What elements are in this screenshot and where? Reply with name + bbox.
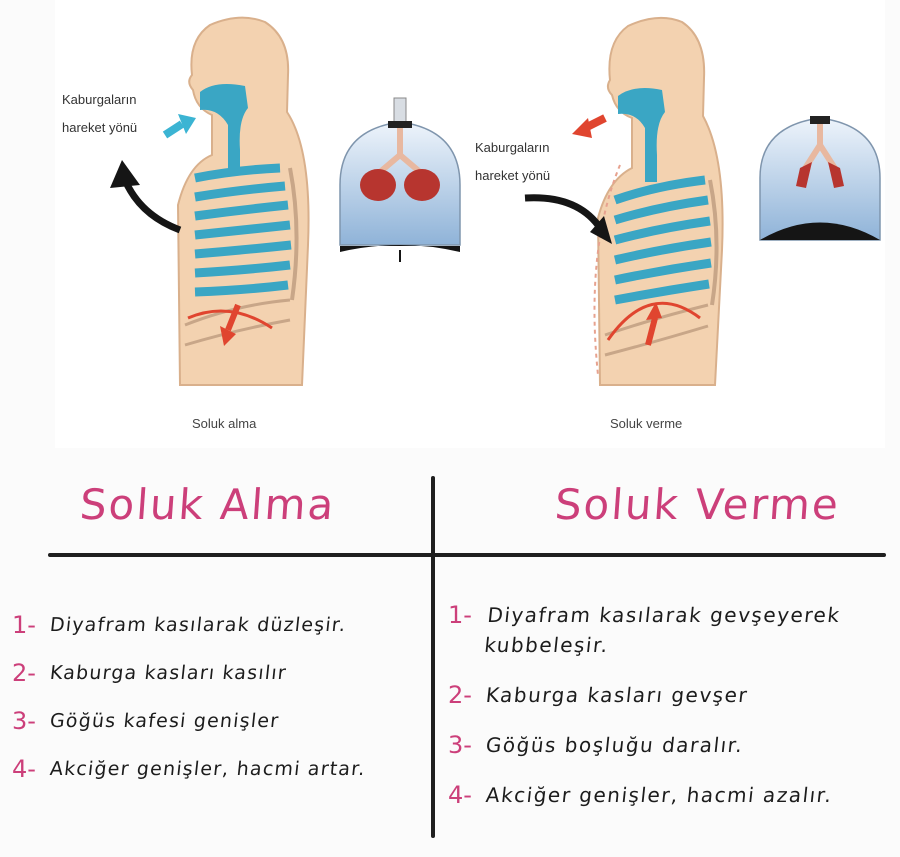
exhale-steps-list: 1- Diyafram kasılarak gevşeyerek kubbele… — [448, 600, 888, 830]
inhale-bell-jar — [339, 97, 461, 262]
inhale-airway — [200, 84, 248, 175]
step-number: 3- — [12, 707, 36, 735]
table-horizontal-rule — [48, 553, 886, 557]
list-item: 1- Diyafram kasılarak düzleşir. — [12, 610, 422, 640]
exhale-rib-label-line1: Kaburgaların — [475, 140, 549, 155]
inhale-balloon-left — [360, 169, 396, 201]
list-item: 3- Göğüs boşluğu daralır. — [448, 730, 888, 760]
step-number: 3- — [448, 731, 472, 759]
inhale-rib-label-line1: Kaburgaların — [62, 92, 136, 107]
exhale-rubber-sheet — [760, 222, 880, 240]
table-vertical-rule — [431, 476, 435, 838]
inhale-ribcage — [184, 163, 292, 347]
exhale-bell-jar — [759, 116, 881, 241]
step-text: Göğüs kafesi genişler — [48, 710, 281, 732]
inhale-rib-arrow — [121, 178, 182, 234]
list-item: 4- Akciğer genişler, hacmi artar. — [12, 754, 422, 784]
inhale-balloon-right — [404, 169, 440, 201]
step-text: Göğüs boşluğu daralır. — [484, 733, 745, 757]
step-number: 2- — [448, 681, 472, 709]
exhale-caption: Soluk verme — [610, 416, 682, 431]
step-text: Akciğer genişler, hacmi artar. — [48, 758, 367, 780]
step-number: 2- — [12, 659, 36, 687]
inhale-diaphragm-arrow — [225, 303, 241, 332]
list-item: 1- Diyafram kasılarak gevşeyerek kubbele… — [448, 600, 888, 660]
exhale-rib-arrow — [524, 194, 601, 228]
step-text: Diyafram kasılarak gevşeyerek kubbeleşir… — [483, 603, 842, 657]
inhale-rib-label-line2: hareket yönü — [62, 120, 137, 135]
step-text: Akciğer genişler, hacmi azalır. — [484, 783, 834, 807]
step-number: 1- — [12, 611, 36, 639]
step-text: Kaburga kasları gevşer — [484, 683, 750, 707]
inhale-air-arrow — [162, 120, 185, 139]
step-text: Kaburga kasları kasılır — [48, 662, 288, 684]
inhale-heading: Soluk Alma — [78, 480, 338, 529]
step-number: 1- — [448, 601, 472, 629]
exhale-diaphragm-arrow — [645, 317, 658, 346]
exhale-rib-label-line2: hareket yönü — [475, 168, 550, 183]
list-item: 2- Kaburga kasları gevşer — [448, 680, 888, 710]
list-item: 2- Kaburga kasları kasılır — [12, 658, 422, 688]
inhale-rubber-sheet — [340, 245, 460, 252]
step-number: 4- — [448, 781, 472, 809]
inhale-caption: Soluk alma — [192, 416, 257, 431]
step-text: Diyafram kasılarak düzleşir. — [48, 614, 348, 636]
list-item: 4- Akciğer genişler, hacmi azalır. — [448, 780, 888, 810]
inhale-steps-list: 1- Diyafram kasılarak düzleşir. 2- Kabur… — [12, 610, 422, 802]
exhale-heading: Soluk Verme — [553, 480, 842, 529]
breathing-illustration: Kaburgaların hareket yönü Soluk alma — [62, 16, 881, 431]
step-number: 4- — [12, 755, 36, 783]
exhale-ribcage — [604, 175, 712, 357]
inhale-figure: Kaburgaların hareket yönü Soluk alma — [62, 16, 310, 431]
exhale-figure: Kaburgaların hareket yönü Soluk verme — [475, 16, 724, 431]
exhale-balloon-left — [796, 162, 812, 188]
exhale-airway — [618, 88, 665, 182]
list-item: 3- Göğüs kafesi genişler — [12, 706, 422, 736]
exhale-balloon-right — [828, 162, 844, 188]
